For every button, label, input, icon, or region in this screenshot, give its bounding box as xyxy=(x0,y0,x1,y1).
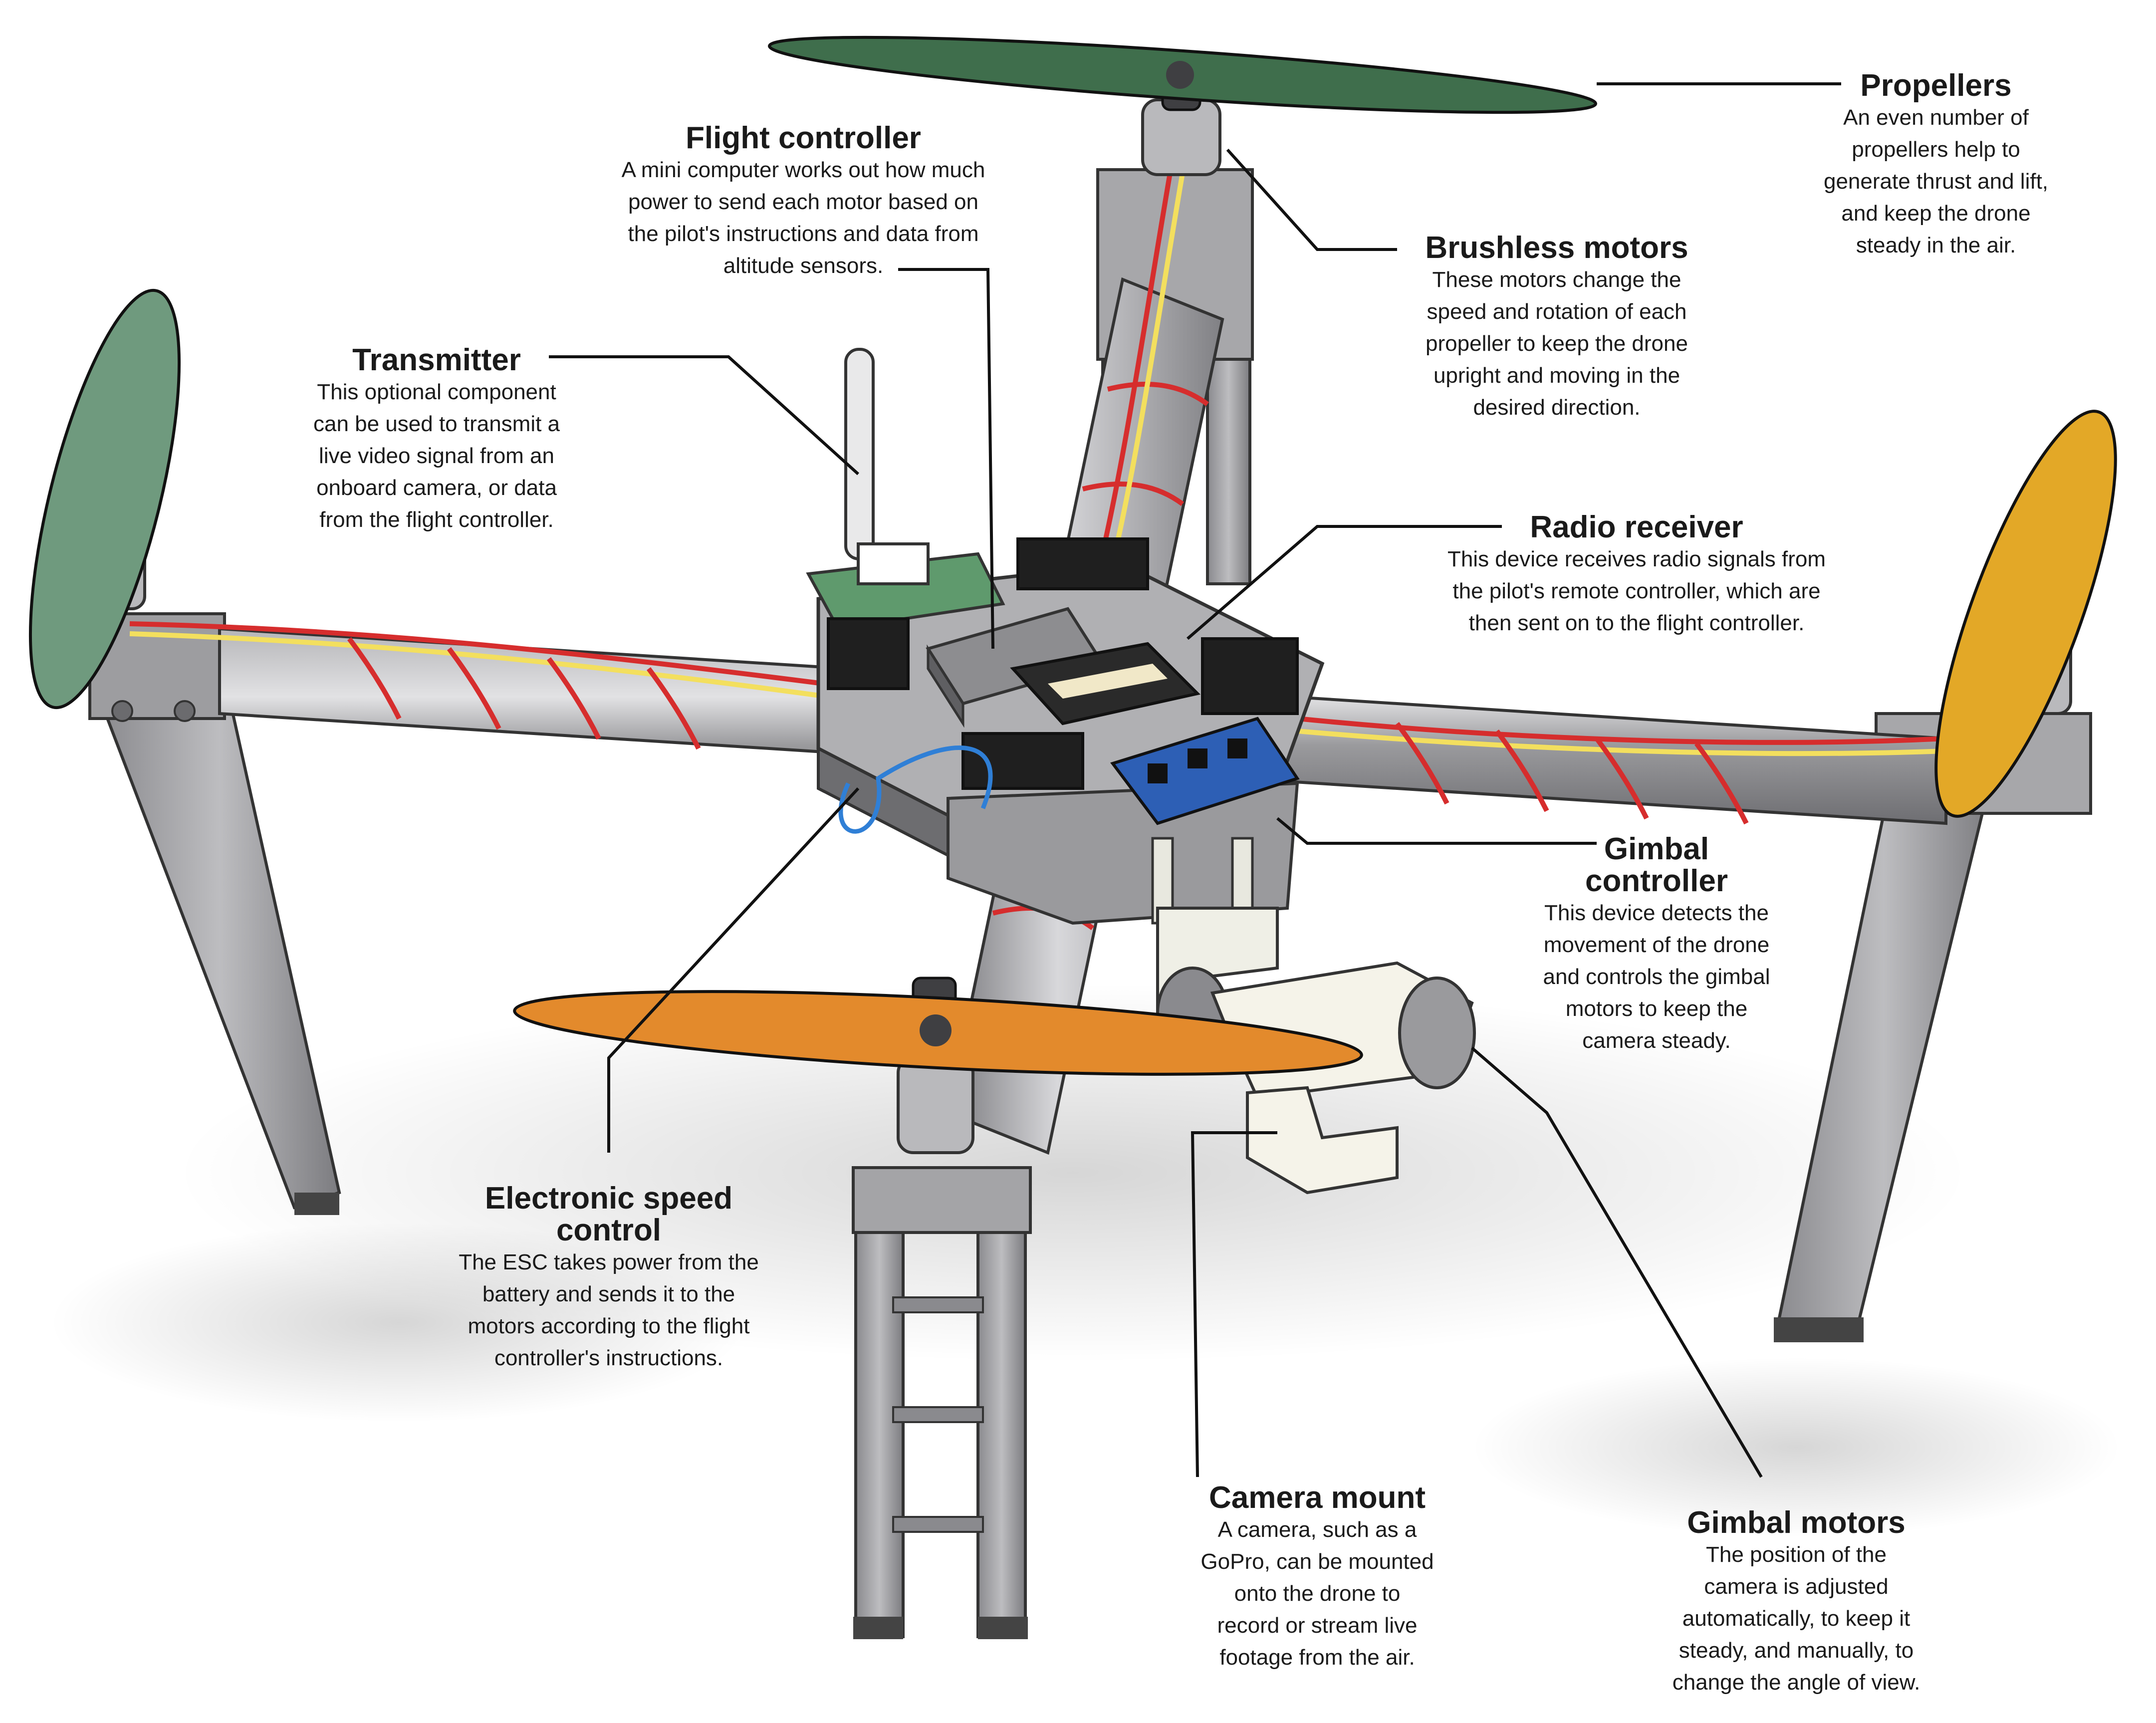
propeller-right xyxy=(1934,410,2117,818)
esc-title: Electronic speed control xyxy=(484,1181,733,1247)
esc-wire-blue xyxy=(838,745,993,834)
label-camera-mount: Camera mount A camera, such as a GoPro, … xyxy=(1158,1482,1477,1674)
flight-controller-desc: A mini computer works out how much power… xyxy=(621,158,985,278)
label-brushless-motors: Brushless motors These motors change the… xyxy=(1387,232,1726,424)
leader-flight-controller xyxy=(898,268,994,649)
leader-brushless-motors xyxy=(1226,148,1397,251)
transmitter-desc: This optional component can be used to t… xyxy=(313,380,560,532)
label-propellers: Propellers An even number of propellers … xyxy=(1751,70,2121,261)
leader-gimbal-motors xyxy=(1471,1046,1763,1478)
brushless-motors-title: Brushless motors xyxy=(1425,231,1688,265)
landing-leg-front xyxy=(852,1166,1032,1639)
camera-mount-desc: A camera, such as a GoPro, can be mounte… xyxy=(1200,1517,1434,1670)
ground-shadows xyxy=(50,983,2121,1537)
gimbal-controller-title: Gimbal controller xyxy=(1585,832,1728,898)
radio-receiver-title: Radio receiver xyxy=(1530,510,1743,544)
label-transmitter: Transmitter This optional component can … xyxy=(269,344,604,536)
gimbal-motors-desc: The position of the camera is adjusted a… xyxy=(1672,1542,1920,1695)
label-radio-receiver: Radio receiver This device receives radi… xyxy=(1387,511,1886,639)
gimbal-motors-title: Gimbal motors xyxy=(1687,1505,1906,1540)
leader-transmitter xyxy=(549,355,860,476)
propellers-desc: An even number of propellers help to gen… xyxy=(1823,105,2049,257)
landing-leg-left xyxy=(88,612,341,1215)
leader-esc xyxy=(607,787,860,1153)
gimbal-controller-board xyxy=(1110,717,1300,825)
camera-mount-title: Camera mount xyxy=(1208,1480,1426,1515)
label-gimbal-controller: Gimbal controller This device detects th… xyxy=(1487,833,1826,1057)
transmitter-title: Transmitter xyxy=(352,343,521,377)
esc-units xyxy=(827,537,1299,790)
flight-controller-title: Flight controller xyxy=(686,121,921,155)
propellers-title: Propellers xyxy=(1860,68,2012,103)
prop-hub-top xyxy=(1166,61,1194,89)
propeller-left xyxy=(28,288,181,710)
leader-gimbal-controller xyxy=(1276,817,1597,845)
label-esc: Electronic speed control The ESC takes p… xyxy=(414,1183,803,1374)
leader-radio-receiver xyxy=(1187,525,1502,640)
esc-desc: The ESC takes power from the battery and… xyxy=(459,1250,759,1370)
label-gimbal-motors: Gimbal motors The position of the camera… xyxy=(1617,1507,1976,1699)
radio-receiver-desc: This device receives radio signals from … xyxy=(1447,547,1826,635)
prop-hub-front xyxy=(920,1014,952,1046)
label-flight-controller: Flight controller A mini computer works … xyxy=(554,122,1053,282)
leader-camera-mount xyxy=(1191,1131,1277,1477)
radio-receiver-box xyxy=(1010,642,1200,726)
leader-lines xyxy=(549,82,1841,1478)
transmitter-module xyxy=(806,348,1005,631)
brushless-motors-desc: These motors change the speed and rotati… xyxy=(1426,267,1688,420)
gimbal-controller-desc: This device detects the movement of the … xyxy=(1543,901,1770,1053)
